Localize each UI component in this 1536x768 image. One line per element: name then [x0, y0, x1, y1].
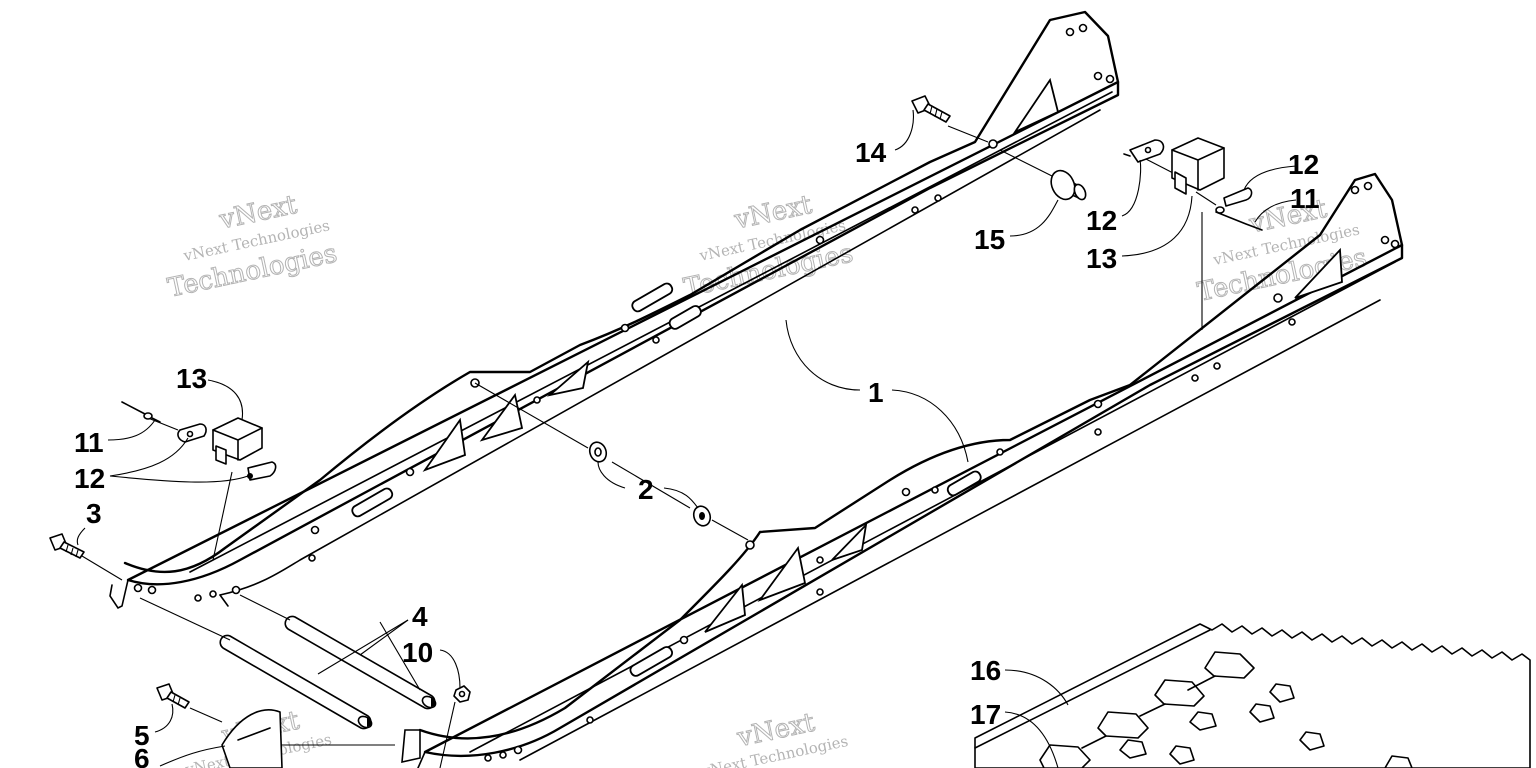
- callout-label: 11: [74, 427, 104, 458]
- bolt-icon: [156, 683, 190, 709]
- callout-label: 12: [74, 463, 105, 494]
- sensor-assembly-left: [121, 401, 277, 481]
- callout-label: 6: [134, 743, 150, 768]
- callout-label: 10: [402, 637, 433, 668]
- callout-label: 13: [1086, 243, 1117, 274]
- washer-icon: [588, 441, 608, 463]
- callout-labels: 1 2 3 4 5 6 10 11 11 12 12 12 13 13 14 1…: [74, 137, 1320, 768]
- leader-lines: [76, 109, 1297, 768]
- callout-label: 12: [1086, 205, 1117, 236]
- spacer-icon: [1050, 169, 1087, 201]
- end-cap-icon: [221, 709, 283, 768]
- cross-shaft: [284, 615, 437, 710]
- callout-label: 13: [176, 363, 207, 394]
- nut-icon: [453, 685, 471, 703]
- washer-icon: [692, 505, 712, 527]
- callout-label: 17: [970, 699, 1001, 730]
- callout-label: 2: [638, 474, 654, 505]
- callout-label: 14: [855, 137, 887, 168]
- callout-label: 12: [1288, 149, 1319, 180]
- callout-label: 3: [86, 498, 102, 529]
- bolt-icon: [49, 533, 85, 559]
- right-slide-rail: [401, 172, 1404, 768]
- callout-label: 11: [1290, 183, 1320, 214]
- callout-label: 16: [970, 655, 1001, 686]
- left-slide-rail: [109, 10, 1120, 610]
- assembly-lines: [81, 125, 1217, 768]
- callout-label: 15: [974, 224, 1005, 255]
- sensor-assembly-right: [1123, 137, 1263, 231]
- bolt-icon: [911, 95, 951, 123]
- track-assembly: [974, 623, 1531, 768]
- callout-label: 1: [868, 377, 884, 408]
- callout-label: 4: [412, 601, 428, 632]
- callout-label: 5: [134, 720, 150, 751]
